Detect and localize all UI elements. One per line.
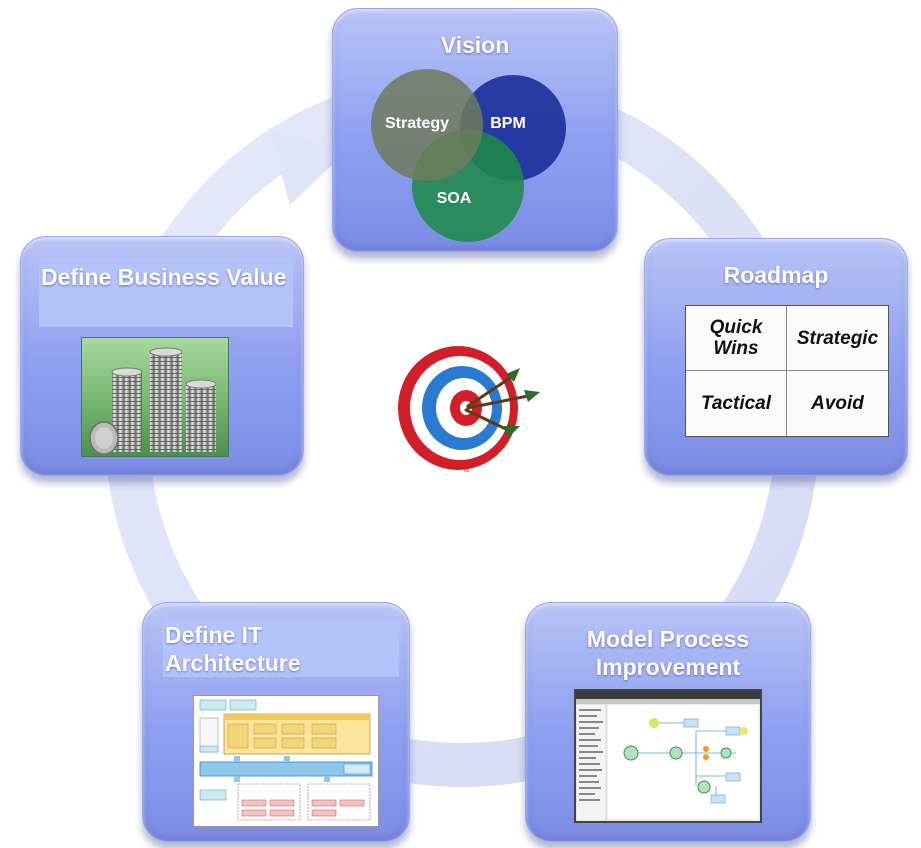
model-process-box: Model Process Improvement <box>525 602 811 842</box>
target-darts <box>464 368 540 438</box>
strategy-circle <box>371 69 483 181</box>
process-model-screenshot <box>574 689 762 823</box>
quadrant-avoid: Avoid <box>811 393 864 414</box>
quadrant-quick-wins: Quick Wins <box>686 306 787 371</box>
vision-title: Vision <box>440 32 510 58</box>
it-architecture-diagram <box>193 695 379 827</box>
model-process-title: Model Process Improvement <box>586 626 750 680</box>
soa-label: SOA <box>437 190 472 207</box>
roadmap-quadrant-grid: Quick Wins Strategic Tactical Avoid <box>685 305 889 437</box>
venn-diagram: Strategy BPM SOA <box>371 69 566 242</box>
business-value-box: Define Business Value <box>20 236 304 476</box>
strategy-label: Strategy <box>385 115 449 132</box>
quadrant-strategic: Strategic <box>787 306 888 371</box>
roadmap-title: Roadmap <box>723 262 829 288</box>
target-icon <box>398 346 540 472</box>
roadmap-box: Roadmap Quick Wins Strategic Tactical Av… <box>644 238 908 476</box>
coin-stacks-photo <box>81 337 229 457</box>
cycle-arrow-head <box>268 128 348 205</box>
business-value-title: Define Business Value <box>39 259 293 327</box>
bpm-label: BPM <box>490 115 526 132</box>
it-architecture-box: Define IT Architecture <box>142 602 410 842</box>
quadrant-tactical: Tactical <box>686 371 787 436</box>
it-architecture-title: Define IT Architecture <box>163 621 399 677</box>
vision-box: Vision Strategy BPM SOA <box>332 8 618 252</box>
